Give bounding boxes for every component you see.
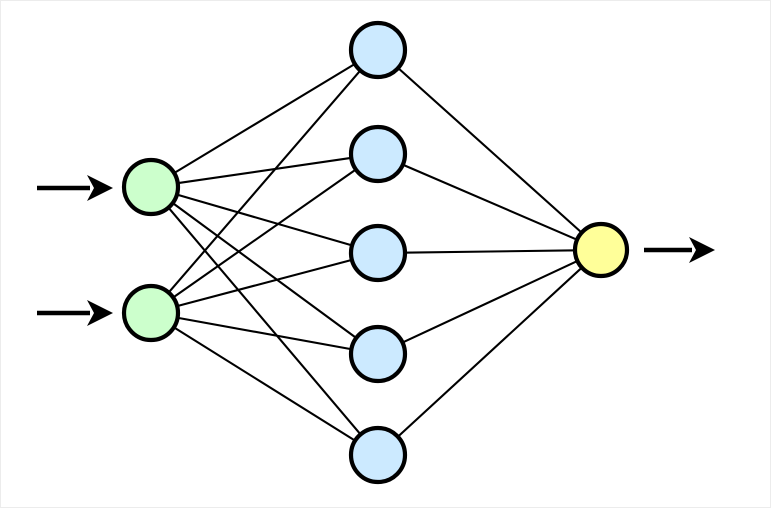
edge-h2-o1 bbox=[398, 162, 581, 242]
node-group bbox=[121, 20, 630, 485]
node-h3-circle[interactable] bbox=[348, 223, 408, 283]
edge-h4-o1 bbox=[398, 258, 582, 345]
edge-i2-h1 bbox=[165, 67, 364, 296]
node-h4-circle[interactable] bbox=[348, 324, 408, 384]
node-h5[interactable] bbox=[348, 425, 408, 485]
node-i2[interactable] bbox=[121, 283, 181, 343]
edge-i1-h1 bbox=[170, 61, 359, 176]
edge-h1-o1 bbox=[394, 64, 585, 236]
edge-i1-h2 bbox=[173, 156, 356, 185]
node-o1[interactable] bbox=[572, 221, 630, 279]
node-h1-circle[interactable] bbox=[348, 20, 408, 80]
node-h2[interactable] bbox=[348, 124, 408, 184]
edge-i2-h2 bbox=[169, 166, 360, 301]
edge-i2-h3 bbox=[173, 258, 356, 308]
arrow-group bbox=[37, 175, 715, 326]
node-h5-circle[interactable] bbox=[348, 425, 408, 485]
edge-h3-o1 bbox=[400, 249, 580, 254]
edge-i1-h5 bbox=[165, 204, 364, 438]
edge-i2-h4 bbox=[173, 316, 356, 351]
edge-h5-o1 bbox=[394, 264, 586, 440]
input-arrow-1-head bbox=[87, 175, 113, 201]
node-h1[interactable] bbox=[348, 20, 408, 80]
input-arrow-2-head bbox=[87, 300, 113, 326]
edge-i2-h5 bbox=[170, 324, 359, 444]
node-h3[interactable] bbox=[348, 223, 408, 283]
node-i1-circle[interactable] bbox=[121, 157, 181, 217]
node-h2-circle[interactable] bbox=[348, 124, 408, 184]
edge-group bbox=[165, 61, 586, 444]
node-i1[interactable] bbox=[121, 157, 181, 217]
edge-i1-h3 bbox=[172, 192, 357, 248]
edge-i1-h4 bbox=[169, 200, 360, 341]
output-arrow-1-head bbox=[689, 237, 715, 263]
node-h4[interactable] bbox=[348, 324, 408, 384]
node-o1-circle[interactable] bbox=[572, 221, 630, 279]
node-i2-circle[interactable] bbox=[121, 283, 181, 343]
